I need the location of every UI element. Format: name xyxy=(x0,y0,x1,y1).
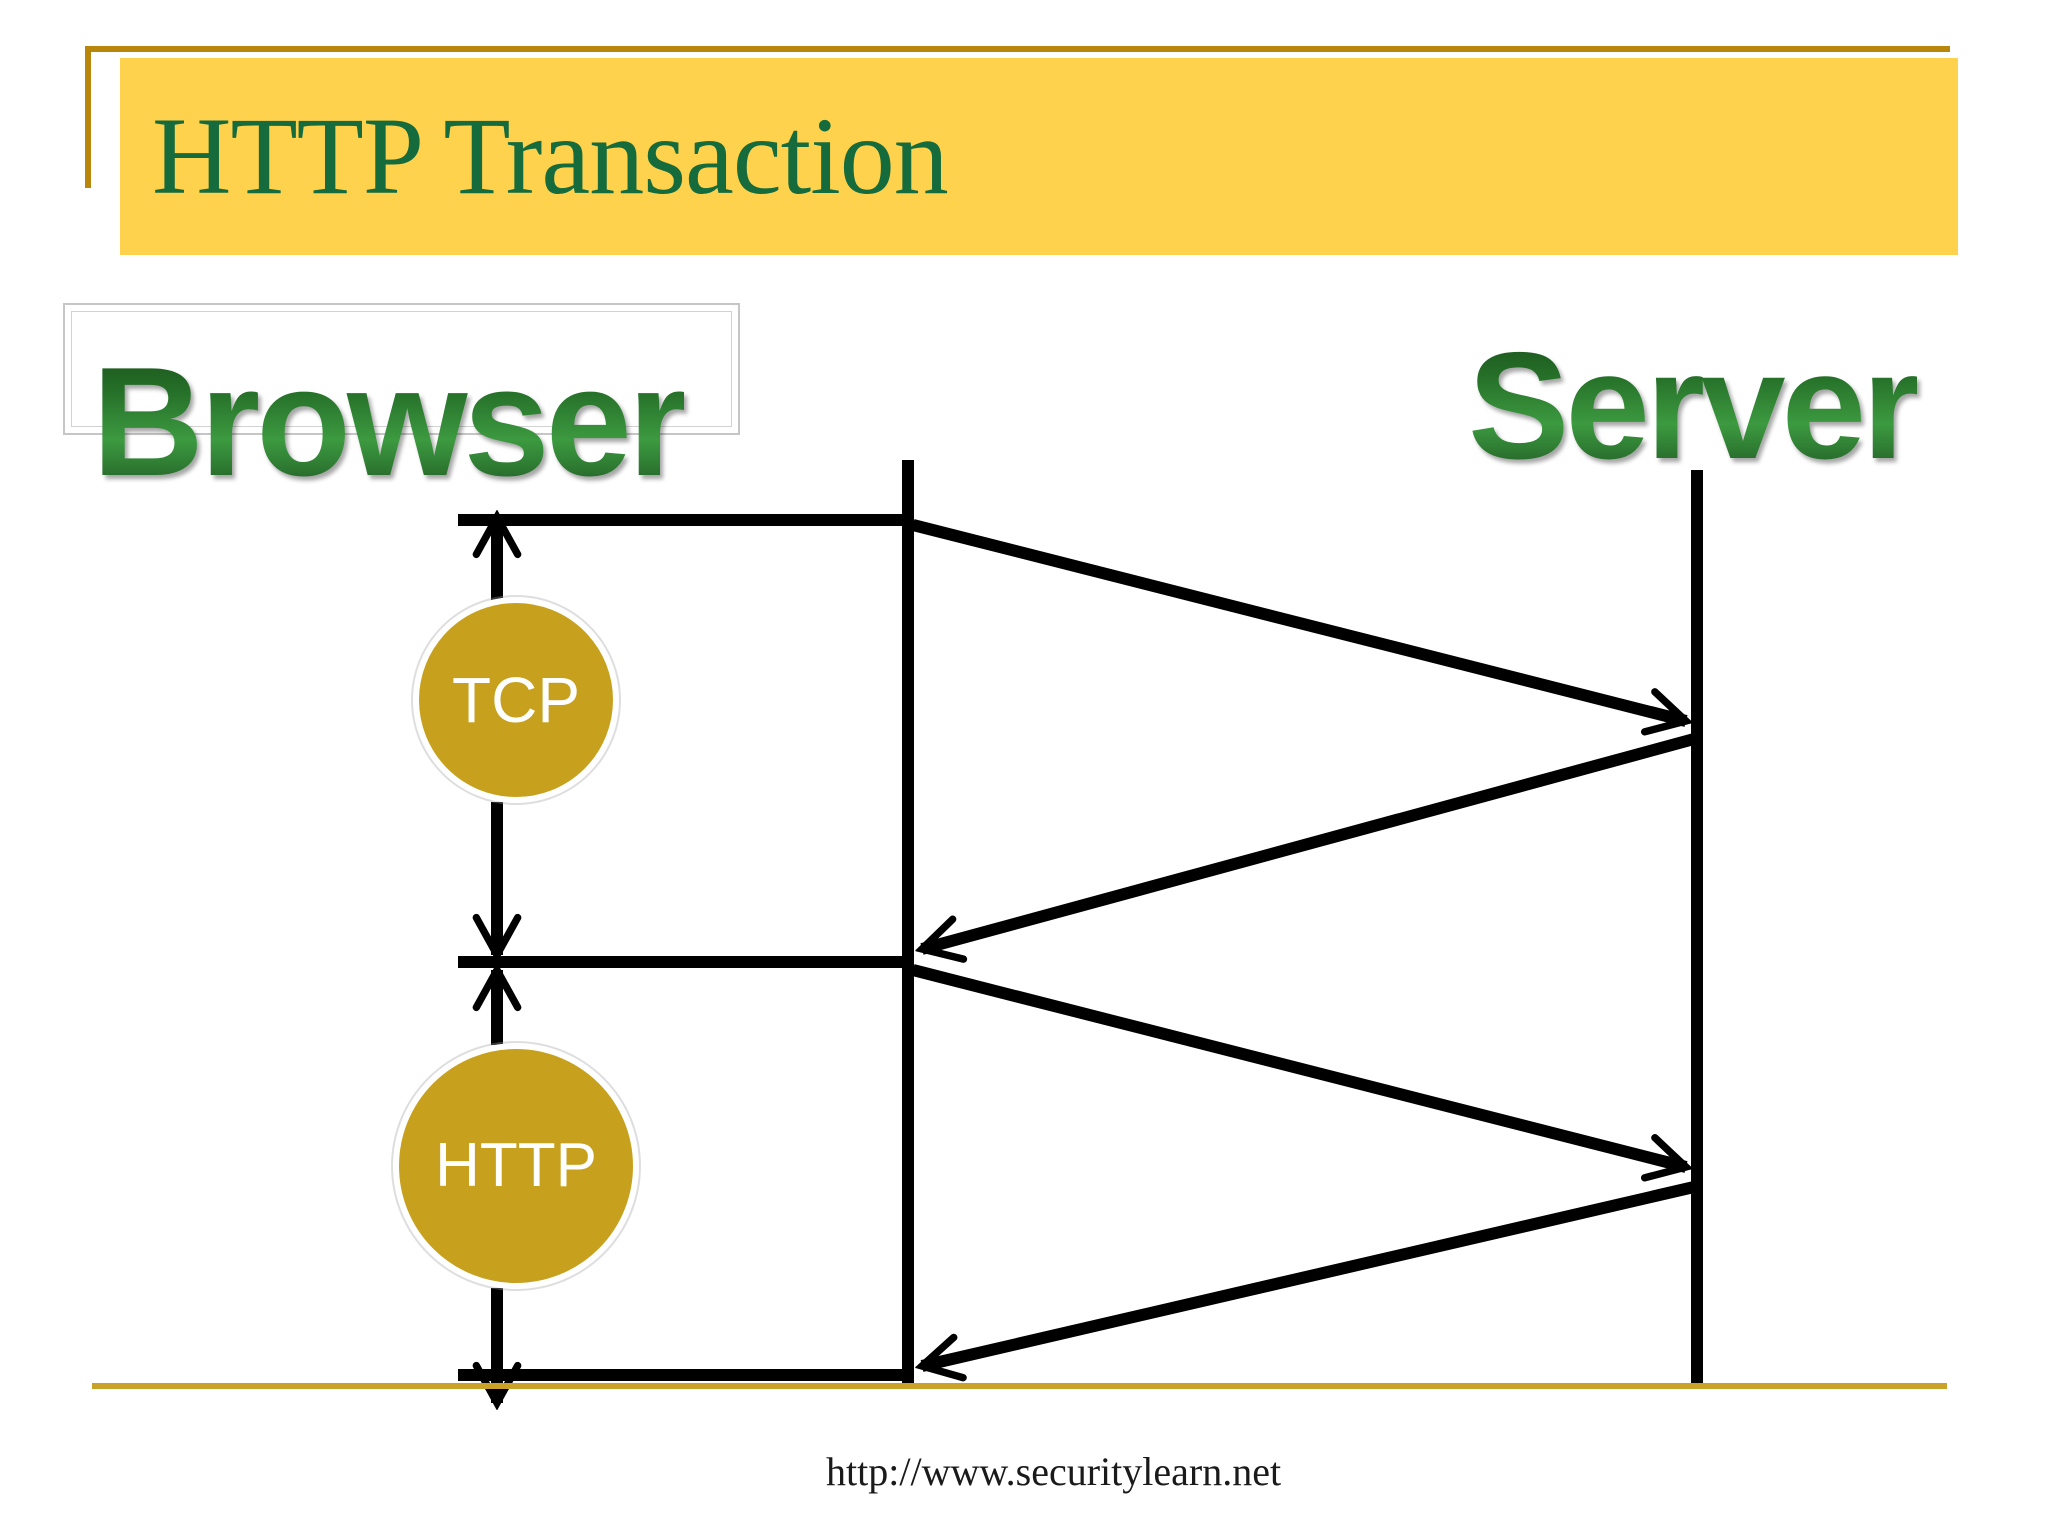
http-phase-circle: HTTP xyxy=(393,1043,639,1289)
http-request-arrow xyxy=(911,964,1686,1167)
tcp-phase-circle: TCP xyxy=(413,597,619,803)
http-phase-label: HTTP xyxy=(435,1131,597,1200)
bottom-divider-line xyxy=(92,1383,1947,1389)
server-actor-label: Server xyxy=(1468,321,1921,491)
title-banner: HTTP Transaction xyxy=(120,58,1958,255)
http-response-arrow xyxy=(922,1181,1696,1366)
slide-title: HTTP Transaction xyxy=(152,95,949,217)
tcp-phase-label: TCP xyxy=(452,664,580,736)
browser-actor-label: Browser xyxy=(92,335,688,508)
tcp-request-arrow xyxy=(911,519,1686,721)
left-accent-line xyxy=(85,46,91,188)
top-accent-line xyxy=(85,46,1950,52)
tcp-response-arrow xyxy=(922,733,1696,949)
browser-label-box xyxy=(63,303,740,435)
footer-url: http://www.securitylearn.net xyxy=(826,1449,1282,1494)
